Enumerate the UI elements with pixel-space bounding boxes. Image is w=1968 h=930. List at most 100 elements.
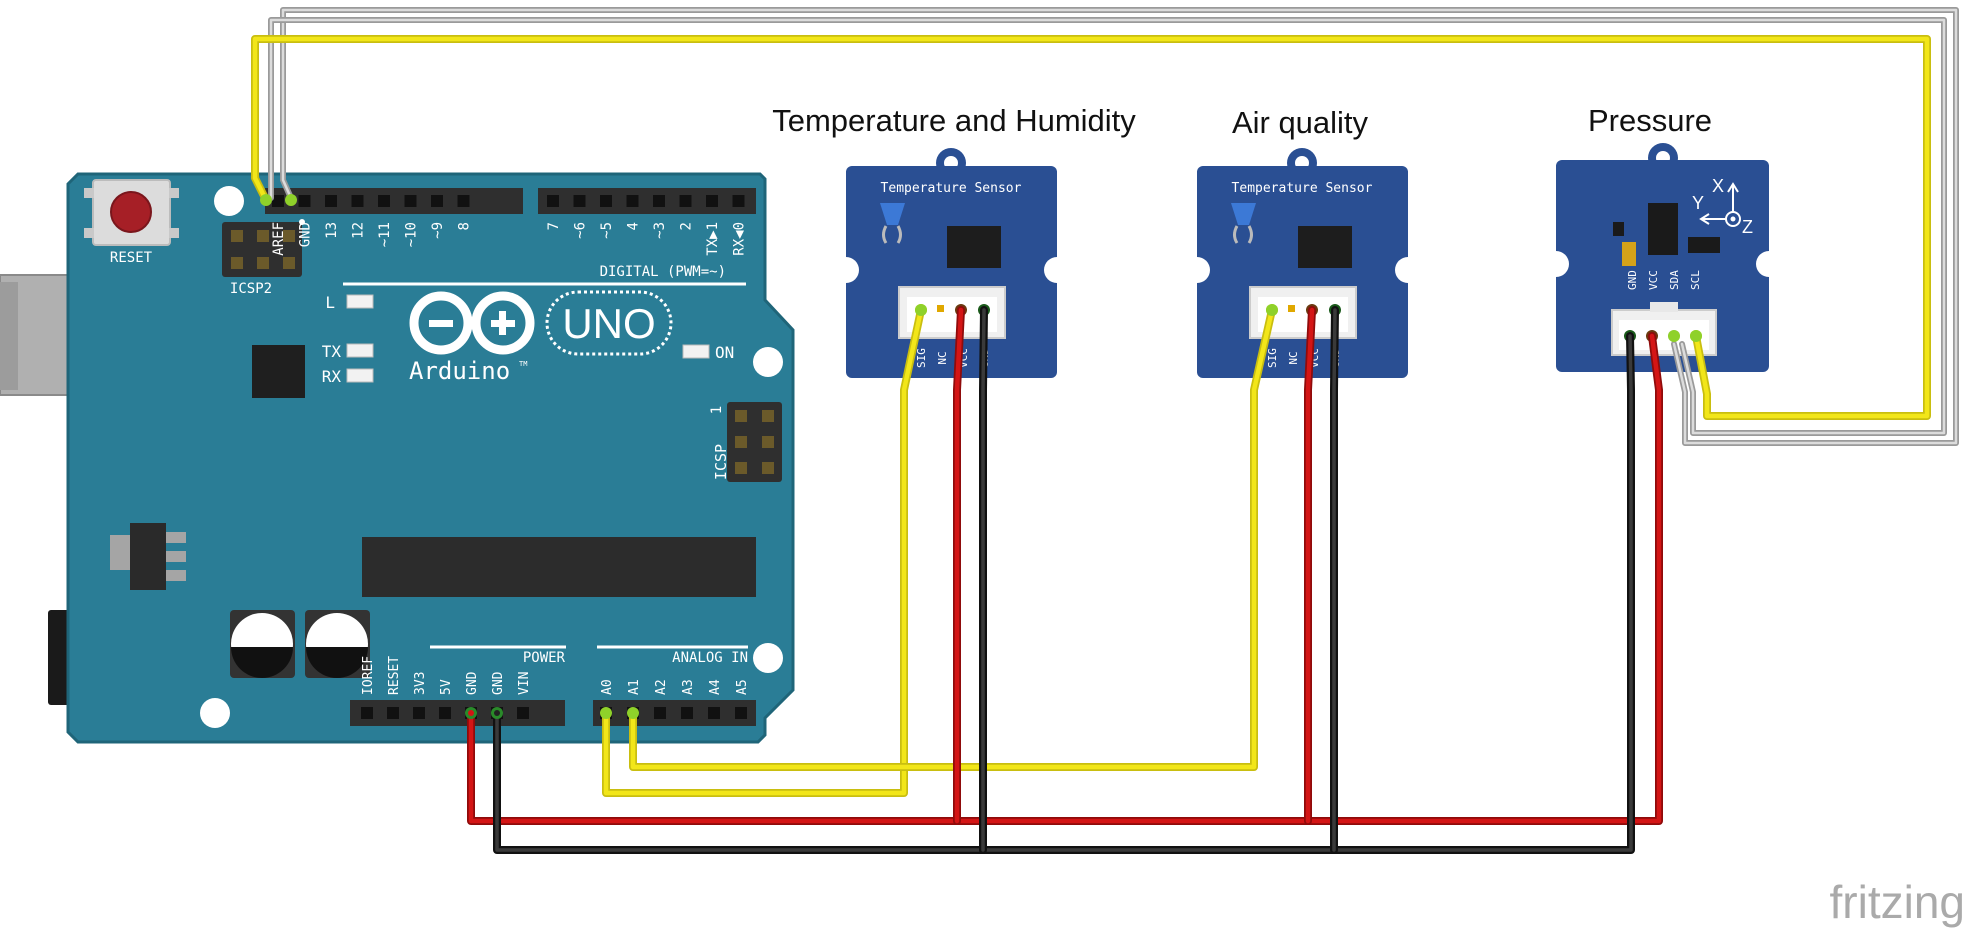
capacitor-2 (305, 610, 370, 678)
analog-pin-label: A0 (600, 679, 615, 695)
pressure-pin-sda: SDA (1668, 270, 1681, 290)
analog-pin-label: A3 (681, 679, 696, 695)
pressure-pin-vcc: VCC (1647, 270, 1660, 290)
air-quality-title: Air quality (1232, 105, 1369, 140)
arduino-logo (409, 291, 535, 355)
capacitor-1 (230, 610, 295, 678)
analog-pin-hole (735, 707, 747, 719)
air-quality-module: Temperature Sensor SIG NC VCC GND (1184, 148, 1421, 378)
temp-humidity-pcb-label: Temperature Sensor (881, 181, 1022, 196)
digital-pin-hole (573, 195, 586, 207)
digital-pin-hole (404, 195, 417, 207)
analog-pin-label: A1 (627, 679, 642, 695)
digital-pin-label: RX◀0 (732, 222, 748, 256)
analog-pin-label: A4 (708, 679, 723, 695)
digital-pin-hole (653, 195, 665, 207)
usb-chip (252, 345, 305, 398)
air-quality-pcb-label: Temperature Sensor (1232, 181, 1373, 196)
pressure-module: X Y Z GND VCC SDA SCL (1543, 143, 1782, 372)
analog-pin-hole (708, 707, 720, 719)
uno-label: UNO (562, 300, 655, 347)
board-pcb (66, 172, 795, 744)
digital-pin-hole (298, 195, 311, 207)
arduino-tm: TM (519, 360, 527, 368)
reset-button[interactable] (84, 179, 179, 246)
power-header (350, 700, 565, 726)
power-pin-hole (517, 707, 529, 719)
digital-pin-label: ~10 (404, 222, 420, 247)
digital-pin-label: ~3 (652, 222, 668, 239)
led-l-label: L (325, 293, 335, 312)
digital-pin-label: 7 (546, 222, 562, 230)
digital-pin-label: 2 (679, 222, 695, 230)
power-pin-hole (413, 707, 425, 719)
digital-pin-label: ~9 (430, 222, 446, 239)
digital-pin-label: 12 (351, 222, 367, 239)
temp-humidity-pin-sig: SIG (915, 348, 928, 368)
digital-pin-hole (732, 195, 745, 207)
led-rx-label: RX (322, 367, 342, 386)
power-pin-label: 5V (439, 679, 454, 695)
digital-pin-hole (679, 195, 692, 207)
digital-pin-label: ~5 (599, 222, 615, 239)
power-pin-hole (361, 707, 373, 719)
reset-label: RESET (110, 250, 153, 266)
arduino-brand: Arduino (409, 357, 510, 385)
wires (251, 7, 1959, 854)
pressure-axis-x: X (1712, 176, 1724, 196)
digital-label: DIGITAL (PWM=~) (600, 264, 726, 280)
digital-pin-hole (600, 195, 612, 207)
led-tx-label: TX (322, 342, 342, 361)
digital-pin-hole (431, 195, 443, 207)
temp-humidity-pin-nc: NC (936, 351, 949, 364)
power-pin-label: VIN (517, 672, 532, 695)
power-pin-label: RESET (387, 656, 402, 695)
digital-pin-hole (547, 195, 559, 207)
icsp-pin1-label: 1 (709, 406, 725, 414)
digital-pin-label: GND (298, 222, 314, 247)
atmega-chip (362, 537, 756, 597)
wire-endpoints (260, 194, 1702, 719)
digital-pin-hole (351, 195, 364, 207)
analog-pin-label: A5 (735, 679, 750, 695)
power-pin-label: IOREF (361, 656, 376, 695)
digital-pin-hole (626, 195, 639, 207)
voltage-regulator (110, 523, 186, 590)
digital-pin-hole (272, 195, 284, 207)
digital-pin-label: 8 (457, 222, 473, 230)
power-pin-hole (387, 707, 399, 719)
power-pin-label: GND (465, 671, 480, 695)
analog-pin-hole (654, 707, 666, 719)
icsp2-label: ICSP2 (230, 281, 272, 297)
digital-pin-label: TX▶1 (705, 222, 721, 256)
air-quality-pin-nc: NC (1287, 351, 1300, 364)
fritzing-watermark: fritzing (1830, 876, 1965, 928)
power-pin-label: GND (491, 671, 506, 695)
digital-pin-hole (378, 195, 390, 207)
air-quality-pin-sig: SIG (1266, 348, 1279, 368)
pressure-axis-z: Z (1742, 217, 1753, 237)
icsp2-header (222, 222, 302, 277)
pressure-pin-scl: SCL (1689, 270, 1702, 290)
digital-pin-hole (325, 195, 337, 207)
pressure-pin-gnd: GND (1626, 270, 1639, 290)
digital-pin-label: ~11 (377, 222, 393, 247)
digital-pin-hole (457, 195, 470, 207)
analog-label: ANALOG IN (672, 650, 748, 666)
digital-header-right (538, 188, 756, 214)
analog-pin-hole (681, 707, 693, 719)
power-pin-label: 3V3 (413, 672, 428, 695)
pressure-axis-y: Y (1692, 193, 1704, 213)
power-label: POWER (523, 650, 566, 666)
axes-icon (1699, 182, 1741, 227)
digital-pin-hole (706, 195, 718, 207)
power-pin-hole (439, 707, 451, 719)
temp-humidity-title: Temperature and Humidity (772, 103, 1136, 138)
digital-pin-label: 13 (324, 222, 340, 239)
icsp-label: ICSP (712, 444, 730, 480)
pressure-title: Pressure (1588, 103, 1712, 138)
uno-badge (545, 290, 673, 356)
icsp-header (727, 402, 782, 482)
analog-header (593, 700, 756, 726)
